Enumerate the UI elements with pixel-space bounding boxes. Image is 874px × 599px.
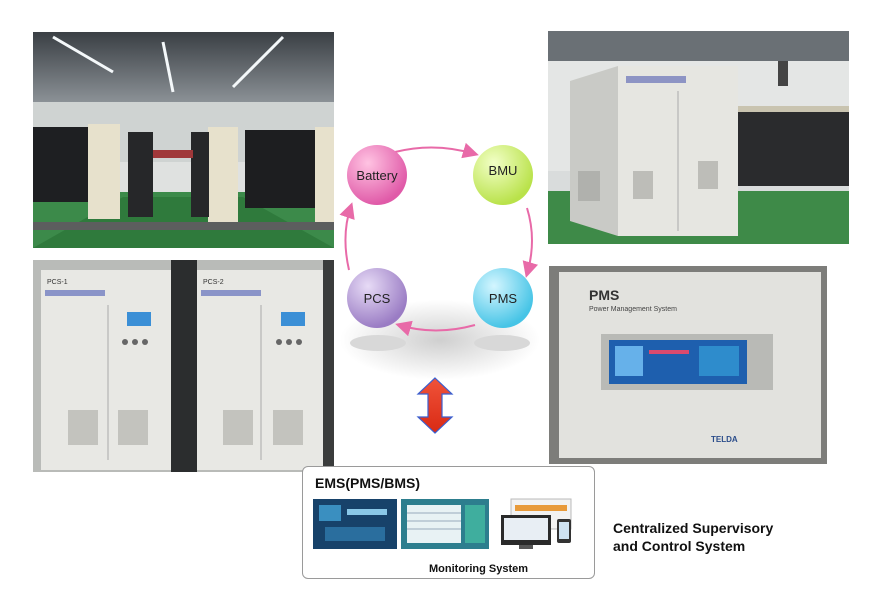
pms-panel-title: PMS — [589, 287, 619, 303]
pcs-node — [347, 268, 407, 328]
ems-screenshots — [313, 498, 572, 549]
pcs-label: PCS — [364, 291, 391, 306]
bmu-node — [473, 145, 533, 205]
battery-room-photo — [33, 32, 334, 248]
ems-subtitle: Monitoring System — [429, 563, 529, 575]
battery-node — [347, 145, 407, 205]
central-line-1: Centralized Supervisory — [613, 520, 774, 536]
arrow-pcs-to-battery — [339, 202, 355, 271]
arrow-bmu-to-pms — [522, 207, 539, 278]
central-system-caption: Centralized Supervisory and Control Syst… — [613, 519, 773, 555]
pms-label: PMS — [489, 291, 518, 306]
bmu-cabinet-photo — [548, 31, 849, 244]
pms-panel-photo: PMS Power Management System TELDA — [549, 266, 827, 464]
pcs1-label: PCS-1 — [47, 279, 68, 286]
up-down-arrow-icon — [416, 377, 454, 434]
pms-panel-subtitle: Power Management System — [589, 306, 677, 313]
battery-label: Battery — [356, 168, 398, 183]
pcs2-label: PCS-2 — [203, 279, 224, 286]
telda-brand: TELDA — [711, 435, 738, 444]
central-line-2: and Control System — [613, 538, 746, 554]
arrow-battery-to-bmu — [394, 142, 479, 159]
pcs-cabinets-photo: PCS-1 PCS-2 — [33, 260, 334, 472]
pms-node — [473, 268, 533, 328]
ems-monitoring-box: EMS(PMS/BMS) Monitoring System — [302, 466, 595, 579]
bmu-label: BMU — [489, 163, 518, 178]
energy-cycle-diagram: Battery BMU PMS PCS — [339, 142, 540, 434]
ems-title: EMS(PMS/BMS) — [315, 475, 420, 491]
arrow-pms-to-pcs — [395, 320, 476, 337]
